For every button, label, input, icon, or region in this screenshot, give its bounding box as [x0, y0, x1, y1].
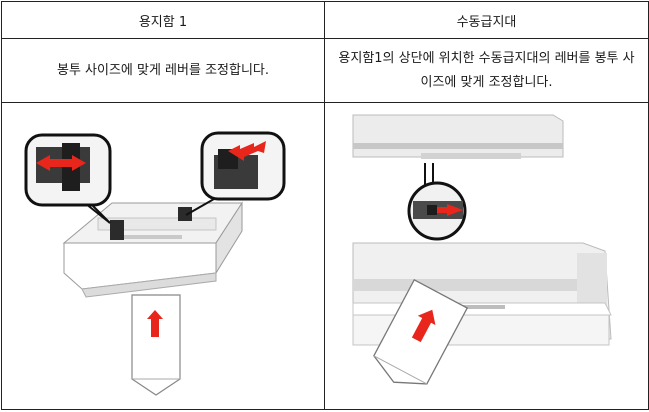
illustration-tray1-cell [1, 102, 325, 410]
left-magnifier-callout [24, 133, 112, 224]
paper-tray [62, 201, 243, 298]
red-arrow-icon [147, 310, 163, 337]
illustration-row [1, 102, 649, 410]
printer-upper-view [352, 114, 564, 159]
envelope-icon [131, 294, 181, 396]
instruction-manual-feeder: 용지함1의 상단에 위치한 수동급지대의 레버를 봉투 사이즈에 맞게 조정합니… [324, 38, 649, 103]
envelope-icon [373, 278, 469, 385]
feeder-magnifier-callout [407, 163, 467, 241]
instruction-manual-feeder-text: 용지함1의 상단에 위치한 수동급지대의 레버를 봉투 사이즈에 맞게 조정합니… [338, 50, 635, 90]
illustration-manual-feeder-cell [324, 102, 649, 410]
manual-feeder-envelope-illustration [352, 114, 612, 385]
header-tray1: 용지함 1 [1, 1, 325, 39]
instruction-row: 봉투 사이즈에 맞게 레버를 조정합니다. 용지함1의 상단에 위치한 수동급지… [1, 38, 649, 103]
rear-guide [178, 207, 192, 221]
right-magnifier-callout [185, 131, 286, 216]
side-guide [110, 220, 124, 240]
header-manual-feeder: 수동급지대 [324, 1, 649, 39]
tray1-envelope-guides-illustration [24, 131, 286, 396]
instruction-tray1: 봉투 사이즈에 맞게 레버를 조정합니다. [1, 38, 325, 103]
red-arrow-icon [411, 309, 436, 343]
header-row: 용지함 1 수동급지대 [1, 1, 649, 39]
